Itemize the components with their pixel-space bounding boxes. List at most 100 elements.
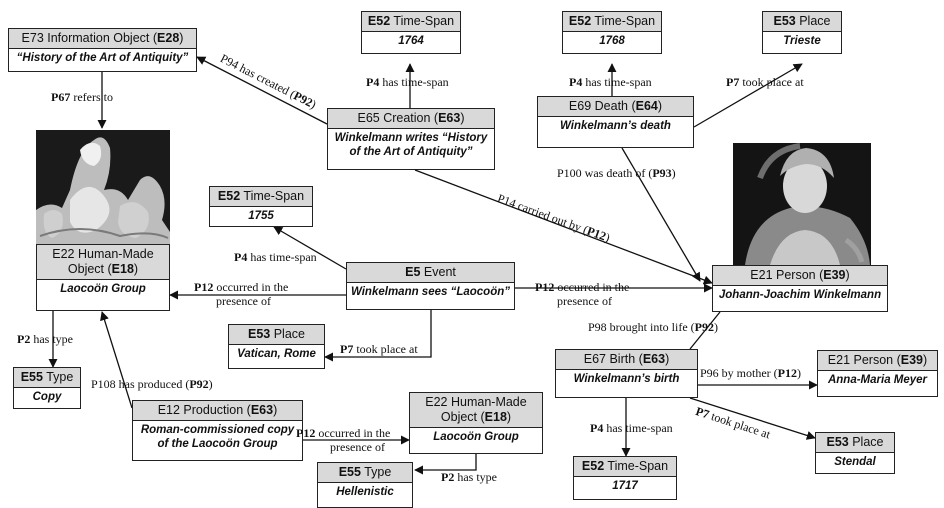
- edge-p7-trieste: [693, 63, 803, 128]
- node-value: 1764: [398, 34, 424, 47]
- label-p108: P108 has produced (P92): [91, 377, 213, 391]
- node-value: Winkelmann sees “Laocoön”: [350, 285, 511, 298]
- class-code: E63: [250, 403, 274, 417]
- node-value-line2: of the Laocoön Group: [157, 437, 278, 450]
- node-type-hellenistic: E55 Type Hellenistic: [317, 462, 413, 508]
- label-p7-vatican: P7 took place at: [340, 342, 418, 356]
- label-p4-1768: P4 has time-span: [569, 75, 652, 89]
- class-name: E21 Person: [750, 268, 816, 282]
- node-value: Laocoön Group: [433, 430, 519, 443]
- class-name: E21 Person: [827, 353, 894, 367]
- class-code: E53: [247, 327, 271, 341]
- node-timespan-1768: E52 Time-Span 1768: [562, 11, 662, 54]
- node-death: E69 Death (E64) Winkelmann’s death: [537, 96, 694, 148]
- class-code: E64: [635, 99, 658, 113]
- class-name: E69 Death: [568, 99, 628, 113]
- node-info-object: E73 Information Object (E28) “History of…: [8, 28, 197, 72]
- class-name: E12 Production: [157, 403, 244, 417]
- class-name: Time-Span: [243, 189, 305, 203]
- node-place-stendal: E53 Place Stendal: [815, 432, 895, 474]
- class-name: E73 Information Object: [21, 31, 150, 45]
- label-p7-trieste: P7 took place at: [726, 75, 804, 89]
- edge-p100: [621, 147, 701, 282]
- label-p4-1717: P4 has time-span: [590, 421, 673, 435]
- class-code: E39: [900, 353, 924, 367]
- edge-p98: [689, 311, 721, 350]
- class-name: Time-Span: [607, 459, 669, 473]
- edge-p14: [414, 169, 713, 285]
- class-code: E18: [111, 261, 134, 276]
- class-name: Place: [852, 435, 884, 449]
- winkelmann-portrait-graphic: [733, 143, 871, 265]
- label-p4-1764: P4 has time-span: [366, 75, 449, 89]
- class-name: E67 Birth: [583, 352, 636, 366]
- label-p4-1755: P4 has time-span: [234, 250, 317, 264]
- class-name: Type: [46, 370, 74, 384]
- class-name: E65 Creation: [357, 111, 431, 125]
- node-value: 1768: [599, 34, 625, 47]
- node-person-winkelmann: E21 Person (E39) Johann-Joachim Winkelma…: [712, 265, 888, 312]
- node-value: “History of the Art of Antiquity”: [16, 51, 189, 64]
- node-type-copy: E55 Type Copy: [13, 367, 81, 409]
- node-value: Stendal: [834, 455, 876, 468]
- node-value-line1: Winkelmann writes “History: [334, 131, 488, 144]
- class-code: E52: [367, 14, 391, 28]
- node-value: Trieste: [783, 34, 821, 47]
- class-code: E55: [338, 465, 361, 479]
- label-p2-copy: P2 has type: [17, 332, 73, 346]
- class-name-line2: Object: [67, 261, 105, 276]
- node-value: Johann-Joachim Winkelmann: [718, 288, 882, 301]
- label-p98: P98 brought into life (P92): [588, 320, 719, 334]
- edge-p2-hellenistic: [414, 454, 477, 475]
- class-code: E5: [405, 265, 421, 279]
- node-value: Winkelmann’s death: [560, 119, 671, 132]
- node-timespan-1755: E52 Time-Span 1755: [209, 186, 313, 227]
- class-code: E39: [823, 268, 846, 282]
- node-place-trieste: E53 Place Trieste: [762, 11, 842, 54]
- class-code: E52: [217, 189, 241, 203]
- node-production: E12 Production (E63) Roman-commissioned …: [132, 400, 303, 461]
- class-code: E55: [20, 370, 43, 384]
- label-p2-hellenistic: P2 has type: [441, 470, 497, 484]
- class-code: E28: [157, 31, 180, 45]
- node-person-anna-maria: E21 Person (E39) Anna-Maria Meyer: [817, 350, 938, 397]
- node-value: 1755: [248, 209, 274, 222]
- node-value-line1: Roman-commissioned copy: [140, 423, 295, 436]
- node-value-line2: of the Art of Antiquity”: [349, 145, 473, 158]
- node-place-vatican: E53 Place Vatican, Rome: [228, 324, 325, 369]
- edge-p7-vatican: [324, 310, 432, 362]
- class-name: Place: [799, 14, 831, 28]
- class-name: Type: [364, 465, 392, 479]
- edge-p108: [100, 311, 133, 409]
- node-value: Winkelmann’s birth: [573, 372, 680, 385]
- class-code: E52: [568, 14, 592, 28]
- node-birth: E67 Birth (E63) Winkelmann’s birth: [555, 349, 698, 398]
- class-code: E53: [826, 435, 849, 449]
- node-creation: E65 Creation (E63) Winkelmann writes “Hi…: [327, 108, 495, 170]
- class-name-line1: E22 Human-Made: [425, 395, 527, 409]
- class-name-line2: Object: [440, 409, 478, 424]
- node-event: E5 Event Winkelmann sees “Laocoön”: [346, 262, 515, 310]
- class-code: E53: [773, 14, 796, 28]
- class-code: E63: [438, 111, 461, 125]
- node-value: Anna-Maria Meyer: [827, 373, 928, 386]
- laocoon-photo-graphic: [36, 130, 170, 244]
- class-name: Place: [273, 327, 305, 341]
- edge-p7-stendal: [689, 397, 816, 440]
- class-name: Time-Span: [594, 14, 656, 28]
- class-name: Time-Span: [393, 14, 455, 28]
- edge-p94: [196, 56, 328, 125]
- edge-p4-1755: [273, 226, 347, 270]
- node-value: 1717: [612, 479, 638, 492]
- class-code: E52: [581, 459, 605, 473]
- node-value: Vatican, Rome: [237, 347, 316, 360]
- class-name: Event: [423, 265, 456, 279]
- class-code: E18: [484, 409, 507, 424]
- node-timespan-1764: E52 Time-Span 1764: [361, 11, 461, 54]
